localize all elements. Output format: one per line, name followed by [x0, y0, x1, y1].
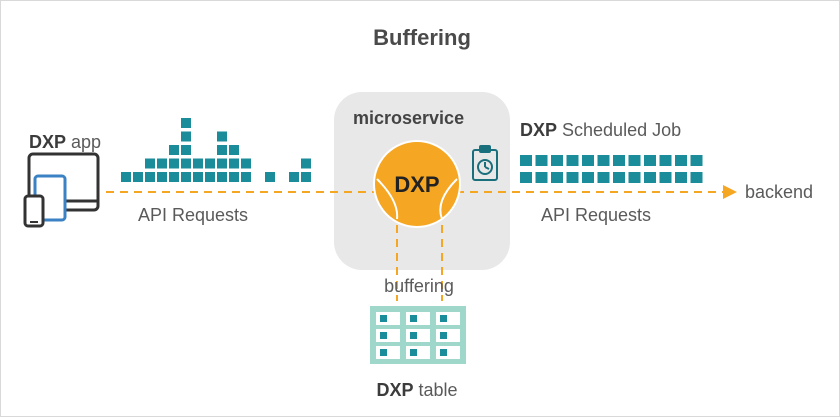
request-block: [613, 155, 625, 166]
request-block: [520, 155, 532, 166]
request-block: [690, 172, 703, 183]
request-block: [566, 155, 579, 166]
table-cell-marker: [440, 349, 447, 356]
table-cell: [436, 329, 460, 342]
request-block: [217, 172, 227, 182]
request-block: [229, 145, 239, 155]
core-arc-right: [439, 178, 458, 220]
table-cell-marker: [410, 349, 417, 356]
table-cell-marker: [440, 332, 447, 339]
request-block: [181, 158, 191, 169]
table-cell: [406, 346, 430, 359]
table-cell: [436, 312, 460, 325]
diagram-title: Buffering: [373, 25, 471, 50]
request-block: [193, 158, 203, 169]
request-block: [229, 172, 239, 182]
table-cell: [376, 346, 400, 359]
table-cell: [376, 312, 400, 325]
request-block: [217, 158, 227, 169]
request-block: [205, 158, 215, 169]
request-block: [205, 172, 215, 182]
request-block: [289, 172, 299, 182]
dxp-app-label: DXP app: [29, 132, 102, 152]
request-block: [582, 155, 594, 166]
left-request-blocks: [121, 118, 311, 182]
request-block: [169, 158, 179, 169]
request-block: [551, 172, 563, 183]
table-icon: [370, 306, 466, 364]
table-cell-marker: [380, 315, 387, 322]
clipboard-clock-icon: [472, 145, 498, 181]
request-block: [121, 172, 131, 182]
table-cell-marker: [410, 332, 417, 339]
request-block: [181, 145, 191, 155]
scheduled-job-label: DXP Scheduled Job: [520, 120, 682, 140]
dxp-core-label: DXP: [394, 172, 439, 197]
request-block: [181, 131, 191, 142]
request-block: [675, 172, 687, 183]
request-block: [265, 172, 275, 182]
request-block: [145, 172, 155, 182]
request-block: [169, 145, 179, 155]
request-block: [644, 172, 656, 183]
core-arc-left: [376, 178, 399, 220]
table-cell: [406, 312, 430, 325]
request-block: [628, 172, 641, 183]
request-block: [241, 172, 251, 182]
request-block: [181, 118, 191, 128]
request-block: [551, 155, 563, 166]
right-request-blocks: [520, 155, 703, 183]
request-block: [535, 172, 548, 183]
table-cell: [376, 329, 400, 342]
api-requests-right-label: API Requests: [541, 205, 652, 225]
request-block: [241, 158, 251, 169]
request-block: [628, 155, 641, 166]
request-block: [613, 172, 625, 183]
request-block: [157, 172, 167, 182]
backend-arrowhead-icon: [723, 185, 737, 199]
request-block: [659, 155, 672, 166]
request-block: [566, 172, 579, 183]
request-block: [133, 172, 143, 182]
table-cell-marker: [440, 315, 447, 322]
table-cell-marker: [380, 349, 387, 356]
request-block: [145, 158, 155, 169]
request-block: [597, 155, 610, 166]
table-cell-marker: [380, 332, 387, 339]
request-block: [217, 145, 227, 155]
request-block: [520, 172, 532, 183]
request-block: [535, 155, 548, 166]
table-cell-marker: [410, 315, 417, 322]
microservice-label: microservice: [353, 108, 465, 128]
table-cell: [406, 329, 430, 342]
request-block: [229, 158, 239, 169]
buffering-label: buffering: [384, 276, 454, 296]
request-block: [181, 172, 191, 182]
request-block: [597, 172, 610, 183]
api-requests-left-label: API Requests: [138, 205, 249, 225]
request-block: [659, 172, 672, 183]
request-block: [582, 172, 594, 183]
request-block: [169, 172, 179, 182]
devices-icon: [23, 152, 100, 228]
request-block: [301, 158, 311, 169]
dxp-table-label: DXP table: [376, 380, 458, 400]
request-block: [644, 155, 656, 166]
request-block: [675, 155, 687, 166]
request-block: [193, 172, 203, 182]
request-block: [690, 155, 703, 166]
table-cell: [436, 346, 460, 359]
backend-label: backend: [745, 182, 814, 202]
request-block: [217, 131, 227, 142]
request-block: [301, 172, 311, 182]
request-block: [157, 158, 167, 169]
